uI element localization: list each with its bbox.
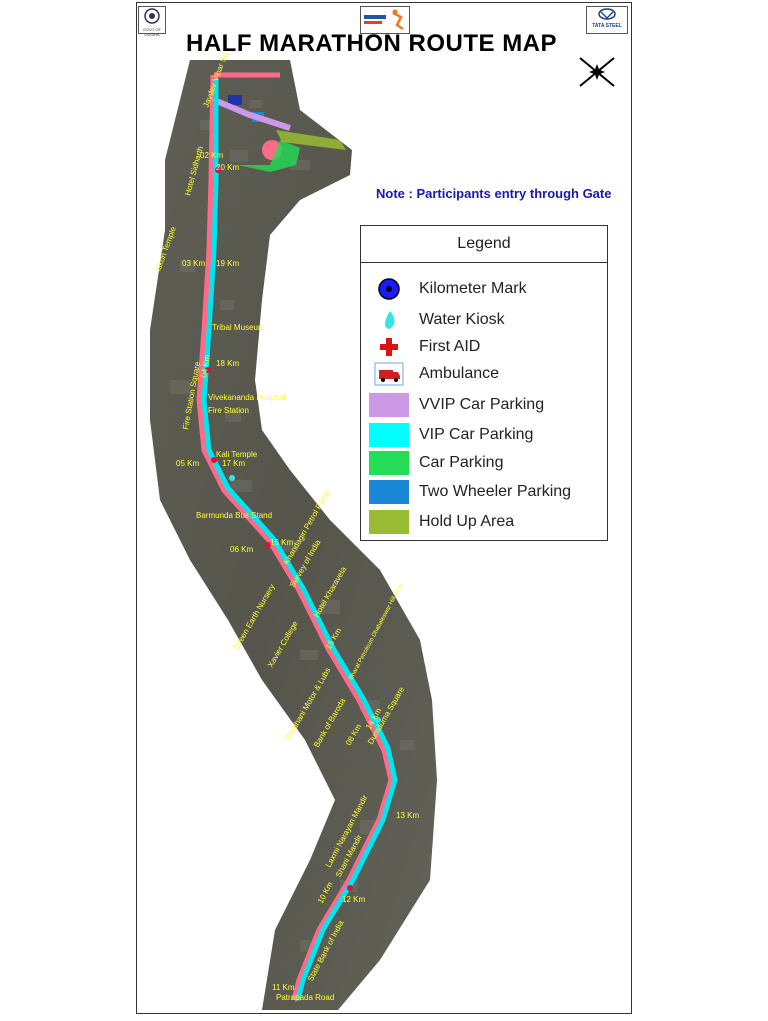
legend-label: VVIP Car Parking: [419, 396, 545, 413]
start-area-block: [228, 95, 242, 105]
hold-up-area: [276, 130, 346, 150]
km-dot: [205, 367, 211, 373]
place-patrapada-road: Patrapada Road: [276, 993, 334, 1002]
legend-label: Car Parking: [419, 454, 504, 471]
km-label-03: 03 Km: [182, 259, 205, 268]
tata-steel-caption: TATA STEEL: [592, 23, 622, 29]
km-label-16: 16 Km: [270, 538, 293, 547]
legend-label: Ambulance: [419, 365, 500, 382]
legend-item-first-aid: First AID: [361, 334, 480, 360]
govt-odisha-logo: GOVT OF ODISHA: [138, 6, 166, 37]
km-label-06: 06 Km: [230, 545, 253, 554]
place-barmunda-bus-stand: Barmunda Bus Stand: [196, 511, 272, 520]
legend-item-car-parking: Car Parking: [361, 450, 503, 476]
legend-label: Kilometer Mark: [419, 280, 527, 297]
legend-item-kilometer-mark: Kilometer Mark: [361, 276, 527, 302]
place-kali-temple: Kali Temple: [216, 450, 258, 459]
km-dot: [265, 542, 271, 548]
two-wheeler-parking-swatch: [369, 480, 409, 504]
kilometer-mark-icon: [378, 278, 400, 300]
legend-label: Two Wheeler Parking: [419, 483, 572, 500]
legend-item-ambulance: Ambulance: [361, 361, 499, 387]
legend-item-hold-up-area: Hold Up Area: [361, 509, 514, 535]
govt-odisha-caption: GOVT OF ODISHA: [143, 27, 161, 37]
legend-title: Legend: [361, 226, 607, 263]
km-label-20: 20 Km: [216, 163, 239, 172]
entry-note: Note : Participants entry through Gate: [376, 186, 612, 201]
legend-label: First AID: [419, 338, 481, 355]
place-vivekananda-hospital: Vivekananda Hospital: [208, 393, 285, 402]
start-area: [212, 95, 346, 172]
tata-steel-logo: TATA STEEL: [586, 6, 628, 34]
km-label-05: 05 Km: [176, 459, 199, 468]
red-cross-icon: [380, 338, 398, 356]
water-kiosks: [229, 475, 381, 723]
event-logo: [360, 6, 410, 34]
km-label-17: 17 Km: [222, 459, 245, 468]
kilometer-marks: [205, 167, 353, 891]
legend-item-water-kiosk: Water Kiosk: [361, 307, 505, 333]
km-label-02: 02 Km: [200, 151, 223, 160]
water-drop-icon: [385, 311, 395, 329]
legend-item-vvip-car-parking: VVIP Car Parking: [361, 392, 544, 418]
emblem-icon: [144, 8, 160, 24]
map-title: HALF MARATHON ROUTE MAP: [186, 30, 558, 57]
km-dot: [347, 885, 353, 891]
vip-parking-swatch: [369, 423, 409, 447]
legend-label: Hold Up Area: [419, 513, 515, 530]
km-label-19: 19 Km: [216, 259, 239, 268]
legend-item-vip-car-parking: VIP Car Parking: [361, 422, 533, 448]
km-label-11: 11 Km: [272, 983, 295, 992]
km-dot: [211, 457, 217, 463]
legend-label: VIP Car Parking: [419, 426, 534, 443]
car-parking-area: [238, 140, 300, 172]
route-edge: [196, 74, 396, 1001]
km-label-13: 13 Km: [396, 811, 419, 820]
car-parking-swatch: [369, 451, 409, 475]
north-arrow-icon: [579, 57, 615, 87]
legend-label: Water Kiosk: [419, 311, 505, 328]
km-label-18: 18 Km: [216, 359, 239, 368]
water-kiosk-icon: [375, 717, 381, 723]
map-legend: Legend Kilometer Mark Water Kiosk First …: [360, 225, 608, 541]
ambulance-icon: [374, 362, 404, 386]
legend-item-two-wheeler-parking: Two Wheeler Parking: [361, 479, 571, 505]
place-tribal-museum: Tribal Museum: [212, 323, 265, 332]
km-label-04: 04 Km: [199, 354, 212, 379]
water-kiosk-icon: [229, 475, 235, 481]
hold-up-area-swatch: [369, 510, 409, 534]
terrain-corridor: [150, 60, 437, 1010]
km-dot: [215, 167, 221, 173]
km-label-12: 12 Km: [342, 895, 365, 904]
tata-logo-icon: [598, 8, 616, 20]
vvip-parking-road: [212, 97, 291, 131]
place-fire-station: Fire Station: [208, 406, 249, 415]
runner-logo-icon: [364, 9, 404, 31]
vvip-parking-swatch: [369, 393, 409, 417]
